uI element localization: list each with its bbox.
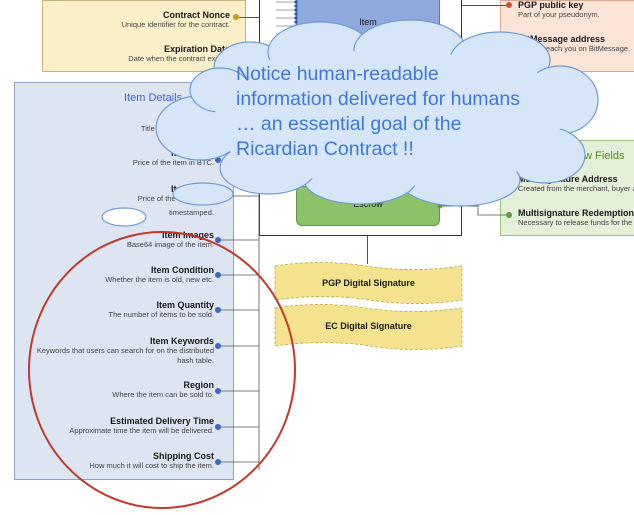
item-condition-field: Item Condition Whether the item is old, …	[14, 265, 214, 285]
field-desc: Approximate time the item will be delive…	[69, 426, 214, 435]
connector-dot	[506, 212, 512, 218]
field-title: BitMessage address	[518, 34, 606, 44]
field-desc: Whether the item is old, new etc.	[105, 275, 214, 284]
field-title: PGP public key	[518, 0, 584, 10]
item-keywords-field: Item Keywords Keywords that users can se…	[34, 336, 214, 366]
ec-signature-label: EC Digital Signature	[325, 321, 412, 331]
field-title: Item Quantity	[156, 300, 214, 310]
connector-dot	[233, 14, 239, 20]
field-desc: How much it will cost to ship the item.	[89, 461, 214, 470]
multisig-address-field: Multisignature Address Created from the …	[518, 174, 634, 194]
callout-text: Notice human-readable information delive…	[236, 63, 520, 160]
field-title: Item Condition	[151, 265, 214, 275]
field-title: Shipping Cost	[153, 451, 214, 461]
item-details-title: Item Details	[124, 92, 183, 104]
field-desc: How to reach you on BitMessage.	[518, 44, 631, 53]
field-desc: Price of the item in BTC.	[132, 158, 214, 167]
expiration-date-field: Expiration Date Date when the contract e…	[40, 44, 230, 64]
field-title: Contract Nonce	[162, 10, 230, 20]
item-label: Item	[359, 17, 377, 27]
field-title: Multisignature Address	[518, 174, 618, 184]
field-desc: Created from the merchant, buyer and not…	[518, 184, 634, 193]
field-desc: Where the item can be sold to.	[112, 390, 214, 399]
connector-line	[462, 5, 506, 6]
field-desc: Unique identifier for the contract.	[121, 20, 230, 29]
field-title: Region	[183, 380, 215, 390]
delivery-time-field: Estimated Delivery Time Approximate time…	[4, 416, 214, 436]
timestamp-desc: timestamped.	[168, 208, 214, 217]
field-title: Multisignature Redemption	[518, 208, 634, 218]
field-title: Item Keywords	[149, 336, 214, 346]
contract-fields-panel	[42, 0, 246, 72]
field-desc: Part of your pseudonym.	[518, 10, 600, 19]
field-title: Expiration Date	[163, 44, 230, 54]
connector-line	[367, 236, 368, 264]
field-desc: The number of items to be sold.	[108, 310, 214, 319]
multisig-redemption-field: Multisignature Redemption Necessary to r…	[518, 208, 634, 228]
field-desc: Date when the contract expire.	[128, 54, 230, 63]
connector-dot	[506, 2, 512, 8]
shipping-cost-field: Shipping Cost How much it will cost to s…	[4, 451, 214, 471]
region-field: Region Where the item can be sold to.	[14, 380, 214, 400]
item-quantity-field: Item Quantity The number of items to be …	[14, 300, 214, 320]
pgp-signature-label: PGP Digital Signature	[322, 278, 415, 288]
contract-nonce-field: Contract Nonce Unique identifier for the…	[40, 10, 230, 30]
field-desc: Base64 image of the item.	[126, 240, 214, 249]
field-desc: Keywords that users can search for on th…	[36, 346, 214, 365]
pgp-public-key-field: PGP public key Part of your pseudonym.	[518, 0, 634, 20]
field-desc: Necessary to release funds for the merch…	[518, 218, 634, 227]
bitmessage-address-field: BitMessage address How to reach you on B…	[518, 34, 634, 54]
field-title: Estimated Delivery Time	[110, 416, 214, 426]
connector-line	[239, 17, 259, 18]
